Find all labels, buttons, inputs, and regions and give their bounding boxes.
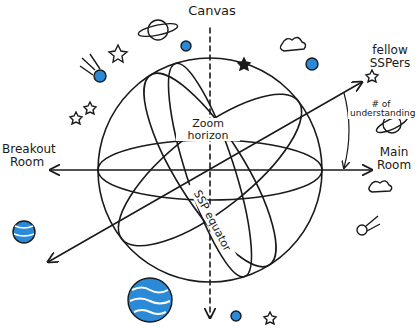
angle-label: # of understanding bbox=[348, 100, 414, 119]
axis-label: fellow SSPers bbox=[363, 44, 417, 69]
axis-label: Main Room bbox=[372, 146, 416, 171]
space-decor bbox=[13, 20, 410, 324]
diagonal-axis bbox=[48, 82, 362, 262]
axis-label: Breakout Room bbox=[2, 143, 52, 168]
axis-label: Canvas bbox=[180, 4, 244, 18]
horizon-label: Zoom horizon bbox=[176, 118, 240, 141]
equator-label: SSP equator bbox=[187, 181, 237, 261]
vertical-axis bbox=[209, 28, 211, 318]
